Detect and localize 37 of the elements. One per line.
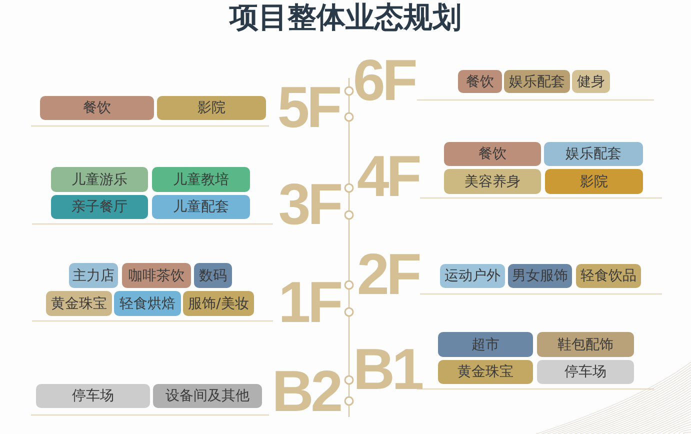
category-tag: 服饰/美妆	[183, 291, 254, 316]
category-tag: 停车场	[36, 384, 150, 408]
category-tag: 男女服饰	[508, 264, 572, 288]
category-tag: 咖啡茶饮	[122, 263, 191, 288]
category-tag: 儿童配套	[152, 195, 250, 219]
floor-label: 3F	[278, 176, 340, 234]
category-tag: 轻食烘焙	[114, 291, 181, 316]
category-tag: 娱乐配套	[504, 70, 570, 93]
category-tag: 亲子餐厅	[51, 195, 148, 219]
category-tag: 黄金珠宝	[438, 360, 533, 384]
floor-label: 6F	[353, 52, 415, 110]
title: 项目整体业态规划	[230, 0, 462, 34]
floor-label: 5F	[277, 79, 339, 137]
category-tag: 黄金珠宝	[46, 291, 112, 316]
category-tag: 餐饮	[444, 142, 541, 166]
category-tag: 设备间及其他	[153, 384, 262, 408]
category-tag: 餐饮	[458, 70, 502, 93]
floor-label: B2	[272, 363, 340, 421]
floor-label: B1	[353, 341, 422, 399]
floor-label: 1F	[278, 274, 340, 332]
category-tag: 超市	[438, 332, 533, 357]
category-tag: 健身	[572, 70, 610, 93]
category-tag: 影院	[545, 169, 643, 194]
floor-label: 2F	[357, 246, 419, 304]
category-tag: 影院	[157, 96, 266, 120]
category-tag: 停车场	[537, 360, 634, 384]
category-tag: 主力店	[69, 263, 118, 288]
category-tag: 儿童游乐	[51, 167, 148, 192]
category-tag: 美容养身	[444, 169, 541, 194]
category-tag: 运动户外	[440, 264, 505, 288]
floor-label: 4F	[357, 148, 419, 206]
category-tag: 鞋包配饰	[537, 332, 634, 357]
category-tag: 轻食饮品	[576, 264, 641, 288]
category-tag: 儿童教培	[152, 167, 250, 192]
category-tag: 数码	[194, 263, 232, 288]
category-tag: 娱乐配套	[544, 142, 643, 166]
category-tag: 餐饮	[40, 96, 154, 120]
